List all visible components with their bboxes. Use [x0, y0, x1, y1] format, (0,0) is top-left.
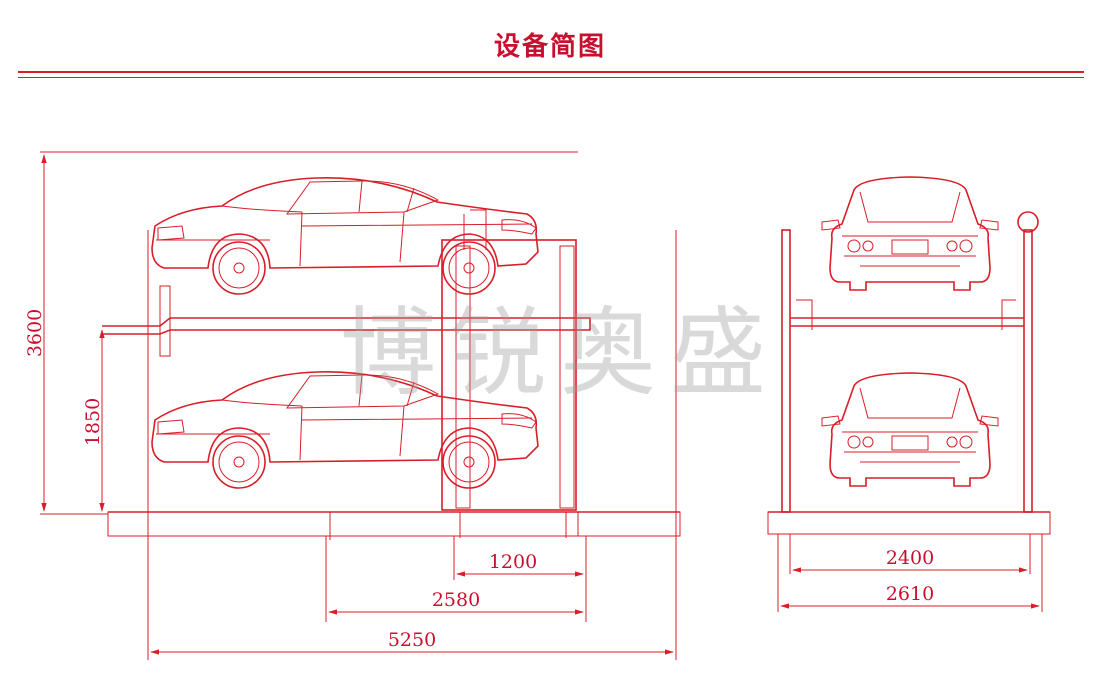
- title-underline: [18, 71, 1084, 73]
- dim-total-height: 3600: [24, 309, 46, 357]
- dim-platform-depth: 2580: [432, 589, 480, 611]
- page-title: 设备简图: [493, 32, 606, 62]
- side-view: 3600 1850 1200 2580 5250: [24, 151, 681, 660]
- dim-outer-width: 2610: [886, 583, 934, 605]
- watermark-text: 博锐奥盛: [340, 297, 780, 409]
- dim-inner-width: 2400: [886, 547, 934, 569]
- dim-post-span: 1200: [489, 551, 537, 573]
- dim-upper-platform-height: 1850: [82, 398, 104, 446]
- title-underline-thin: [18, 77, 1084, 78]
- dim-overall-length: 5250: [388, 629, 436, 651]
- front-view: 2400 2610: [767, 176, 1051, 612]
